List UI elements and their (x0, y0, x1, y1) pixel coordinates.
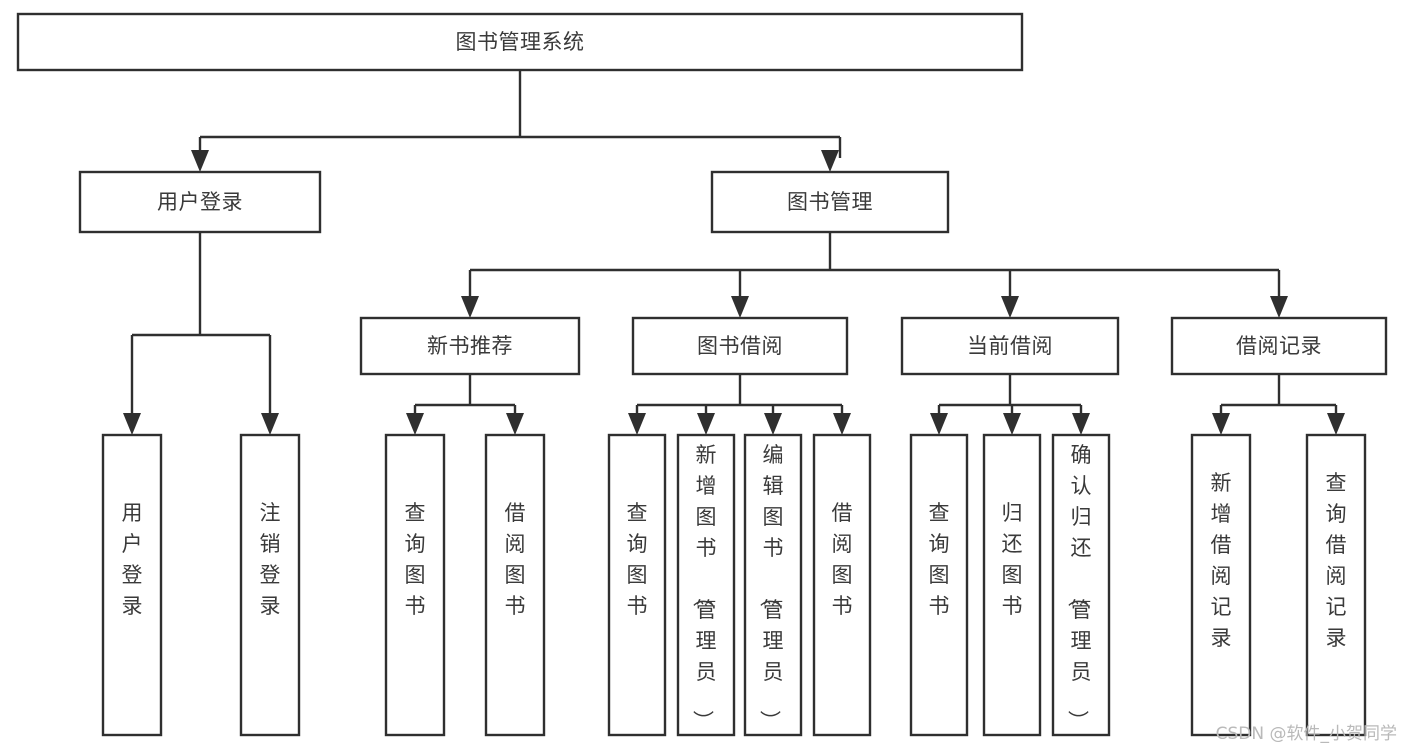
node-leaf-add-borrow-record-box[interactable] (1190, 433, 1252, 737)
node-book-borrow-label: 图书借阅 (697, 334, 783, 358)
arrow-to-book-manage (821, 150, 839, 172)
node-leaf-query-borrow-record-box[interactable] (1305, 433, 1367, 737)
node-leaf-query-book-borrow[interactable]: 查询图书 (607, 433, 667, 737)
arrow-to-user-login (191, 150, 209, 172)
node-user-login-box[interactable] (78, 170, 322, 234)
node-leaf-edit-book-admin-box[interactable] (743, 433, 803, 737)
node-leaf-query-book-current-label: 查询图书 (929, 501, 950, 618)
node-leaf-query-borrow-record-label: 查询借阅记录 (1326, 471, 1347, 650)
node-leaf-query-book-recommend-box[interactable] (384, 433, 446, 737)
arrow-to-leaf-query-book-current (930, 413, 948, 435)
arrow-to-leaf-query-book-borrow (628, 413, 646, 435)
node-leaf-query-book-current[interactable]: 查询图书 (909, 433, 969, 737)
node-book-manage[interactable]: 图书管理 (710, 170, 950, 234)
node-leaf-user-login-label: 用户登录 (122, 501, 143, 618)
node-root-label: 图书管理系统 (456, 30, 585, 54)
node-leaf-add-book-admin-label: 新增图书（管理员） (691, 443, 717, 731)
node-current-borrow[interactable]: 当前借阅 (900, 316, 1120, 376)
node-leaf-add-borrow-record[interactable]: 新增借阅记录 (1190, 433, 1252, 737)
node-leaf-borrow-book-box[interactable] (812, 433, 872, 737)
node-leaf-add-book-admin-box[interactable] (676, 433, 736, 737)
connector-root-trunk (198, 70, 842, 158)
arrow-to-leaf-borrow-book (833, 413, 851, 435)
arrow-to-leaf-return-book (1003, 413, 1021, 435)
node-leaf-query-book-borrow-box[interactable] (607, 433, 667, 737)
node-new-book-recommend-box[interactable] (359, 316, 581, 376)
arrow-to-book-borrow (731, 296, 749, 318)
node-leaf-add-book-admin[interactable]: 新增图书（管理员） (676, 433, 736, 737)
node-root[interactable]: 图书管理系统 (16, 12, 1024, 72)
node-user-login-label: 用户登录 (157, 190, 243, 214)
node-leaf-borrow-book-label: 借阅图书 (832, 501, 853, 618)
node-leaf-user-login-box[interactable] (101, 433, 163, 737)
node-book-manage-box[interactable] (710, 170, 950, 234)
node-leaf-query-book-current-box[interactable] (909, 433, 969, 737)
node-leaf-logout-box[interactable] (239, 433, 301, 737)
connector-borrow-record-fan (1219, 374, 1338, 421)
node-leaf-user-login[interactable]: 用户登录 (101, 433, 163, 737)
arrow-to-leaf-confirm-return-admin (1072, 413, 1090, 435)
arrow-to-leaf-add-book-admin (697, 413, 715, 435)
node-leaf-logout-label: 注销登录 (260, 501, 281, 618)
node-leaf-return-book-label: 归还图书 (1002, 501, 1023, 618)
arrow-to-leaf-add-borrow-record (1212, 413, 1230, 435)
connector-book-manage-fan (468, 232, 1281, 304)
node-borrow-record-label: 借阅记录 (1236, 334, 1322, 358)
node-current-borrow-box[interactable] (900, 316, 1120, 376)
node-leaf-add-borrow-record-label: 新增借阅记录 (1211, 471, 1232, 650)
csdn-watermark: CSDN @软件_小贺同学 (1215, 724, 1397, 744)
node-new-book-recommend-label: 新书推荐 (427, 334, 513, 358)
node-leaf-confirm-return-admin-label: 确认归还（管理员） (1066, 443, 1092, 731)
arrow-to-leaf-user-login (123, 413, 141, 435)
connector-new-book-recommend-fan (413, 374, 517, 421)
node-leaf-query-book-recommend[interactable]: 查询图书 (384, 433, 446, 737)
connector-layer (123, 70, 1345, 435)
arrow-to-leaf-edit-book-admin (764, 413, 782, 435)
arrow-to-leaf-logout (261, 413, 279, 435)
arrow-to-new-book-recommend (461, 296, 479, 318)
node-leaf-query-book-recommend-label: 查询图书 (405, 501, 426, 618)
connector-book-borrow-fan (635, 374, 844, 421)
node-leaf-confirm-return-admin[interactable]: 确认归还（管理员） (1051, 433, 1111, 737)
node-leaf-borrow-book[interactable]: 借阅图书 (812, 433, 872, 737)
arrow-to-leaf-query-borrow-record (1327, 413, 1345, 435)
node-leaf-logout[interactable]: 注销登录 (239, 433, 301, 737)
connector-user-login-fan (130, 232, 272, 421)
node-leaf-borrow-book-recommend-label: 借阅图书 (505, 501, 526, 618)
node-leaf-query-borrow-record[interactable]: 查询借阅记录 (1305, 433, 1367, 737)
node-book-borrow[interactable]: 图书借阅 (631, 316, 849, 376)
node-leaf-edit-book-admin-label: 编辑图书（管理员） (758, 443, 784, 731)
node-borrow-record[interactable]: 借阅记录 (1170, 316, 1388, 376)
node-new-book-recommend[interactable]: 新书推荐 (359, 316, 581, 376)
node-book-borrow-box[interactable] (631, 316, 849, 376)
arrow-to-borrow-record (1270, 296, 1288, 318)
node-root-box[interactable] (16, 12, 1024, 72)
arrow-to-leaf-query-book-recommend (406, 413, 424, 435)
node-leaf-borrow-book-recommend-box[interactable] (484, 433, 546, 737)
node-leaf-query-book-borrow-label: 查询图书 (627, 501, 648, 618)
node-current-borrow-label: 当前借阅 (967, 334, 1053, 358)
node-leaf-return-book-box[interactable] (982, 433, 1042, 737)
node-user-login[interactable]: 用户登录 (78, 170, 322, 234)
arrow-to-leaf-borrow-book-recommend (506, 413, 524, 435)
node-leaf-borrow-book-recommend[interactable]: 借阅图书 (484, 433, 546, 737)
node-borrow-record-box[interactable] (1170, 316, 1388, 376)
node-leaf-confirm-return-admin-box[interactable] (1051, 433, 1111, 737)
node-leaf-return-book[interactable]: 归还图书 (982, 433, 1042, 737)
node-leaf-edit-book-admin[interactable]: 编辑图书（管理员） (743, 433, 803, 737)
arrow-to-current-borrow (1001, 296, 1019, 318)
node-book-manage-label: 图书管理 (787, 190, 873, 214)
